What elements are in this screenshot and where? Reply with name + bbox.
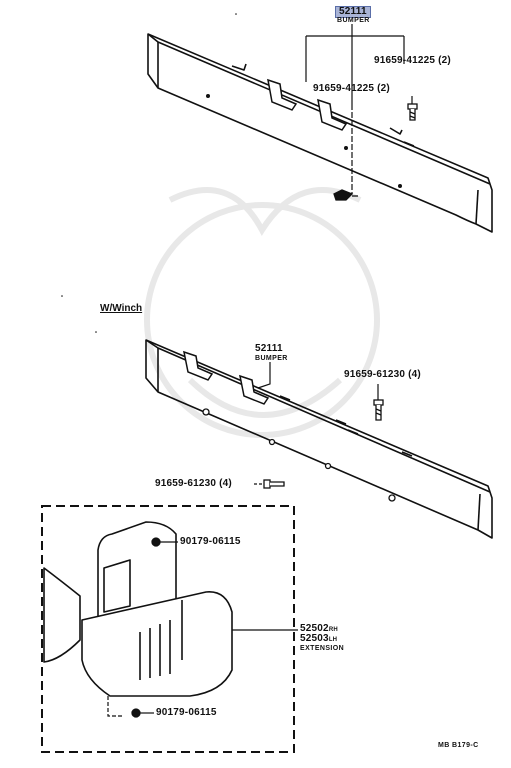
- extension-part-lh: 52503LH: [300, 633, 338, 644]
- stray-dots: [61, 13, 237, 333]
- winch-bolt-left: [263, 479, 285, 489]
- top-bolt-upper: [407, 103, 418, 121]
- extension-screw-top-label: 90179-06115: [180, 536, 241, 547]
- top-bumper-part-number: 52111: [335, 6, 371, 18]
- top-bolt-lower: [333, 189, 358, 201]
- top-bumper-holes: [206, 94, 402, 188]
- top-bolt-a-label: 91659-41225 (2): [374, 55, 451, 66]
- top-bumper: [147, 33, 493, 233]
- winch-bolt-right: [373, 399, 384, 421]
- winch-leader-lines: [254, 362, 379, 485]
- winch-bumper-name: BUMPER: [255, 355, 288, 362]
- extension-part: [43, 521, 233, 697]
- footer-code: MB B179-C: [438, 742, 479, 749]
- extension-name: EXTENSION: [300, 645, 345, 652]
- winch-bolt-b-label: 91659-61230 (4): [155, 478, 232, 489]
- winch-bumper: [145, 339, 493, 539]
- extension-screw-bottom-label: 90179-06115: [156, 707, 217, 718]
- extension-dashed-box: [41, 505, 295, 753]
- extension-leader-lines: [107, 541, 298, 717]
- winch-section-title: W/Winch: [100, 303, 143, 314]
- top-bumper-name: BUMPER: [337, 17, 370, 24]
- winch-bumper-part-number: 52111: [255, 343, 283, 354]
- winch-bumper-brackets: [183, 350, 270, 405]
- top-bolt-b-label: 91659-41225 (2): [313, 83, 390, 94]
- top-bumper-brackets: [267, 78, 348, 131]
- winch-bolt-a-label: 91659-61230 (4): [344, 369, 421, 380]
- watermark-logo: [144, 187, 380, 438]
- winch-bumper-holes: [202, 408, 396, 502]
- extension-part-rh: 52502RH: [300, 623, 338, 634]
